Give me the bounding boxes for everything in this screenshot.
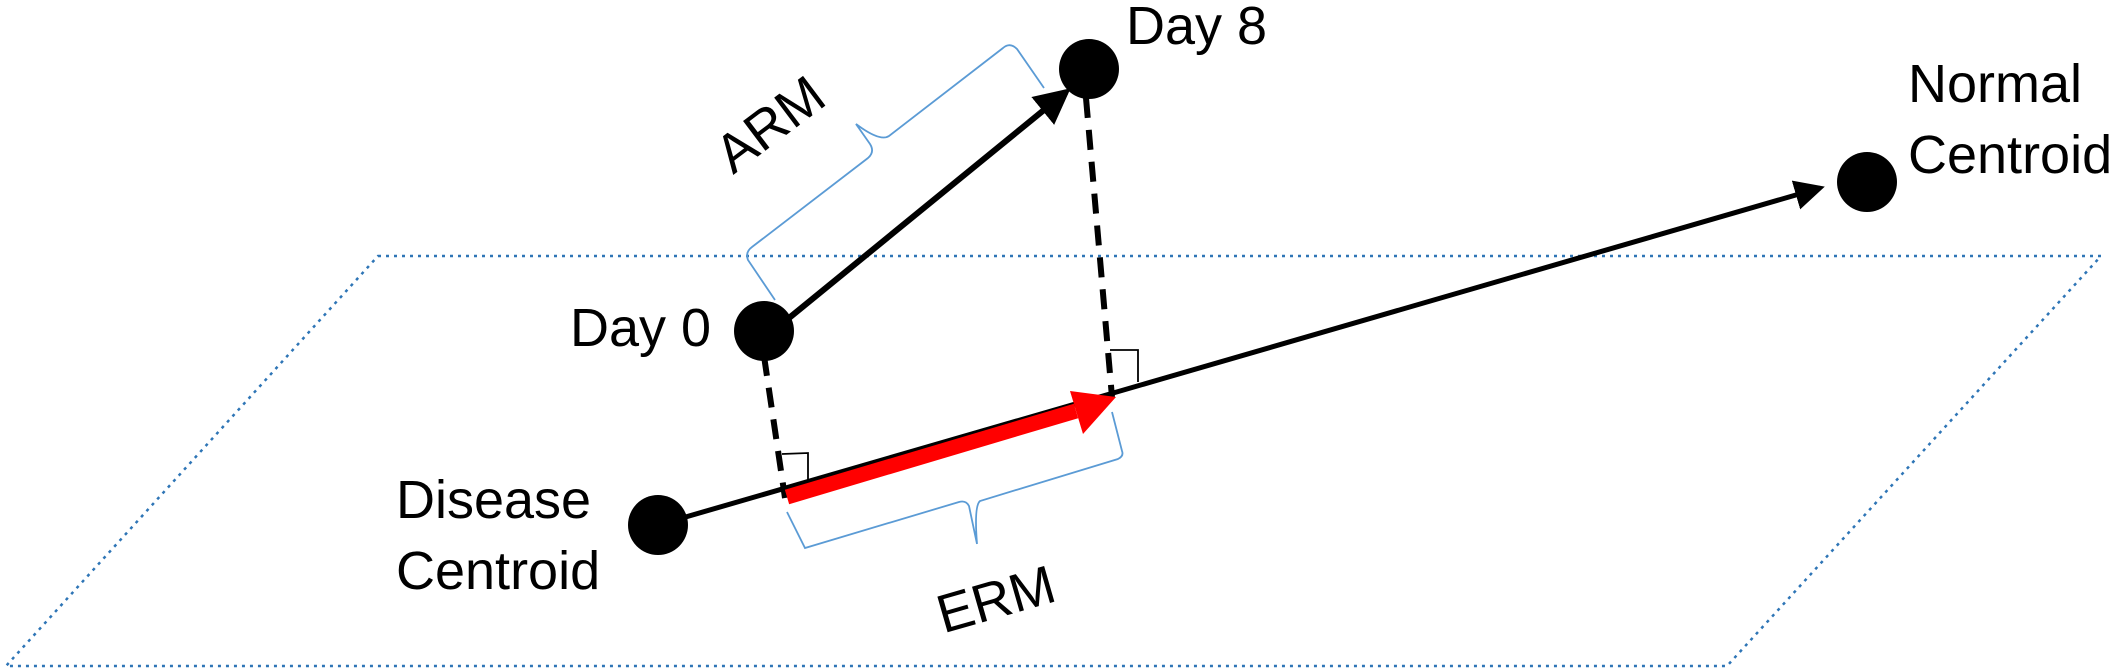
normal-centroid-node — [1837, 152, 1897, 212]
arm-label: ARM — [704, 65, 836, 185]
normal-centroid-label-line2: Centroid — [1908, 125, 2112, 185]
centroid-axis-line — [657, 180, 1825, 528]
erm-label: ERM — [930, 554, 1062, 645]
day0-projection-line — [761, 355, 788, 499]
disease-centroid-label-line1: Disease — [396, 470, 591, 530]
day8-node — [1059, 39, 1119, 99]
arm-brace — [746, 44, 1045, 301]
day0-label: Day 0 — [570, 298, 711, 358]
erm-arrow — [784, 403, 1079, 505]
day0-node — [734, 301, 794, 361]
arm-arrow — [776, 88, 1071, 330]
disease-centroid-label-line2: Centroid — [396, 541, 600, 601]
right-angle-mark-day8 — [1110, 349, 1139, 382]
normal-centroid-label-line1: Normal — [1908, 54, 2082, 114]
day8-projection-line — [1083, 97, 1115, 398]
disease-centroid-node — [628, 495, 688, 555]
right-angle-mark-day0 — [781, 452, 809, 486]
erm-brace — [786, 411, 1124, 550]
day8-label: Day 8 — [1126, 0, 1267, 56]
erm-arrowhead — [1070, 391, 1116, 434]
